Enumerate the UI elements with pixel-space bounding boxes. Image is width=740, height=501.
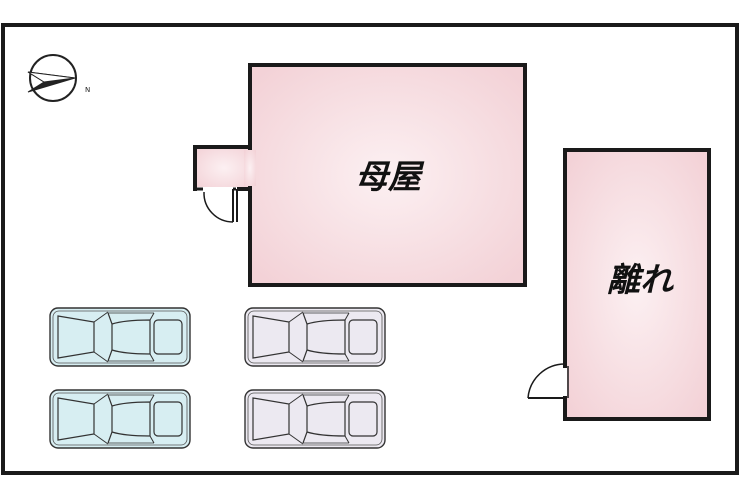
- parked-car: [49, 307, 191, 367]
- main-house: 母屋: [193, 63, 527, 287]
- main-house-body: [248, 63, 527, 287]
- parked-car: [49, 389, 191, 449]
- compass: N: [27, 54, 90, 102]
- annex-body: [563, 148, 711, 421]
- annex-door: [527, 363, 569, 400]
- parked-car: [244, 307, 386, 367]
- main-house-label: 母屋: [355, 157, 425, 196]
- annex: 離れ: [527, 148, 711, 421]
- annex-label: 離れ: [607, 260, 674, 299]
- compass-north-label: N: [85, 86, 90, 94]
- parked-car: [244, 389, 386, 449]
- main-house-door: [197, 187, 238, 223]
